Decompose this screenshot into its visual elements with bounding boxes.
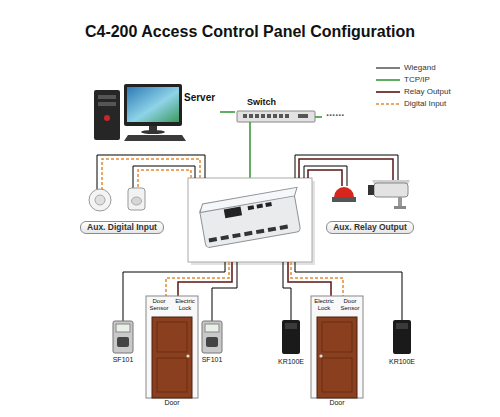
card-reader [393, 320, 411, 354]
door-sensor-wire [166, 262, 229, 296]
power-led [104, 115, 110, 121]
tcpip-wire [249, 122, 251, 178]
node-label: SF101 [113, 356, 134, 364]
legend-sample [376, 91, 400, 93]
node-label: Switch [247, 98, 276, 108]
legend-entry: TCP/IP [404, 74, 430, 86]
monitor [124, 84, 182, 126]
fingerprint-reader [113, 321, 133, 353]
door-node: Door SensorElectric LockDoor [146, 296, 198, 398]
door-leaf [317, 317, 357, 398]
legend-entry: Digital Input [404, 98, 446, 110]
door-leaf [152, 317, 192, 398]
legend-entry: Wiegand [404, 62, 436, 74]
camera-mount [394, 206, 406, 209]
network-link [220, 111, 235, 113]
drive-bay [98, 102, 116, 106]
diagram-title: C4-200 Access Control Panel Configuratio… [0, 23, 500, 41]
relay-output-wire [308, 170, 342, 186]
server-node: Server [88, 80, 220, 144]
node-label: Aux. Relay Output [333, 223, 407, 232]
digital-input-wire [138, 170, 191, 188]
door-panel [157, 322, 187, 352]
door-frame [311, 296, 363, 398]
continuation-mark: ...... [326, 106, 344, 118]
door-panel [157, 358, 187, 392]
tcpip-wire [315, 116, 322, 118]
legend-sample [376, 103, 400, 105]
legend-sample [376, 79, 400, 81]
siren-base [332, 197, 356, 202]
reader-node: SF101 [199, 320, 225, 354]
node-label: Door Sensor [338, 298, 362, 311]
switch-ports [243, 114, 308, 118]
pir-sensor [128, 188, 145, 210]
siren [334, 187, 354, 197]
legend-text: Relay Output [404, 87, 451, 96]
lock-wire [178, 262, 232, 296]
legend-entry: Relay Output [404, 86, 451, 98]
fingerprint-window [206, 337, 218, 347]
reader-screen [205, 324, 219, 332]
wiegand-wire [97, 155, 205, 189]
reader-node: SF101 [110, 320, 136, 354]
controller-device [199, 187, 305, 248]
access-control-panel [188, 178, 312, 262]
node-label: Door [329, 399, 344, 407]
reader-screen [116, 324, 130, 332]
digital-input-wire [102, 159, 200, 189]
switch-node: Switch [235, 98, 317, 126]
reader-node: KR100E [279, 320, 303, 356]
node-label: KR100E [389, 358, 415, 366]
door-handle [319, 354, 322, 357]
reader-node: KR100E [390, 320, 414, 356]
wiegand-wire [283, 262, 291, 320]
card-reader [282, 320, 300, 354]
wiegand-wire [304, 166, 347, 186]
network-switch [237, 111, 315, 122]
node-label: Electric Lock [312, 298, 336, 311]
door-panel [322, 358, 352, 392]
fingerprint-reader [202, 321, 222, 353]
node-label: Electric Lock [173, 298, 197, 311]
legend-text: Wiegand [404, 63, 436, 72]
monitor-base [141, 130, 165, 134]
camera-lens [368, 185, 374, 195]
node-label: Aux. Digital Input [87, 223, 157, 232]
lock-wire [288, 262, 331, 296]
smoke-detector [89, 189, 111, 211]
node-label: KR100E [278, 358, 304, 366]
door-panel [322, 322, 352, 352]
drive-bay [98, 95, 116, 99]
fingerprint-window [117, 337, 129, 347]
node-label: Door [164, 399, 179, 407]
legend-sample [376, 68, 400, 69]
camera-bracket [398, 197, 402, 206]
aux-input-box: Aux. Digital Input [80, 221, 164, 234]
camera [374, 183, 408, 197]
legend-text: Digital Input [404, 99, 446, 108]
legend-text: TCP/IP [404, 75, 430, 84]
node-label: Server [184, 92, 215, 103]
smoke-detector-center [95, 195, 105, 205]
monitor-screen [127, 87, 179, 122]
door-frame [146, 296, 198, 398]
aux-output-box: Aux. Relay Output [326, 221, 414, 234]
node-label: SF101 [202, 356, 223, 364]
door-sensor-wire [291, 262, 343, 296]
wiegand-wire [212, 262, 237, 321]
card-reader-led [396, 323, 408, 329]
pir-lens [132, 197, 142, 205]
keyboard [124, 135, 186, 141]
card-reader-led [285, 323, 297, 329]
pc-tower [94, 90, 120, 140]
door-handle [186, 354, 189, 357]
wiegand-wire [133, 166, 195, 188]
node-label: Door Sensor [147, 298, 171, 311]
door-node: Electric LockDoor SensorDoor [311, 296, 363, 398]
